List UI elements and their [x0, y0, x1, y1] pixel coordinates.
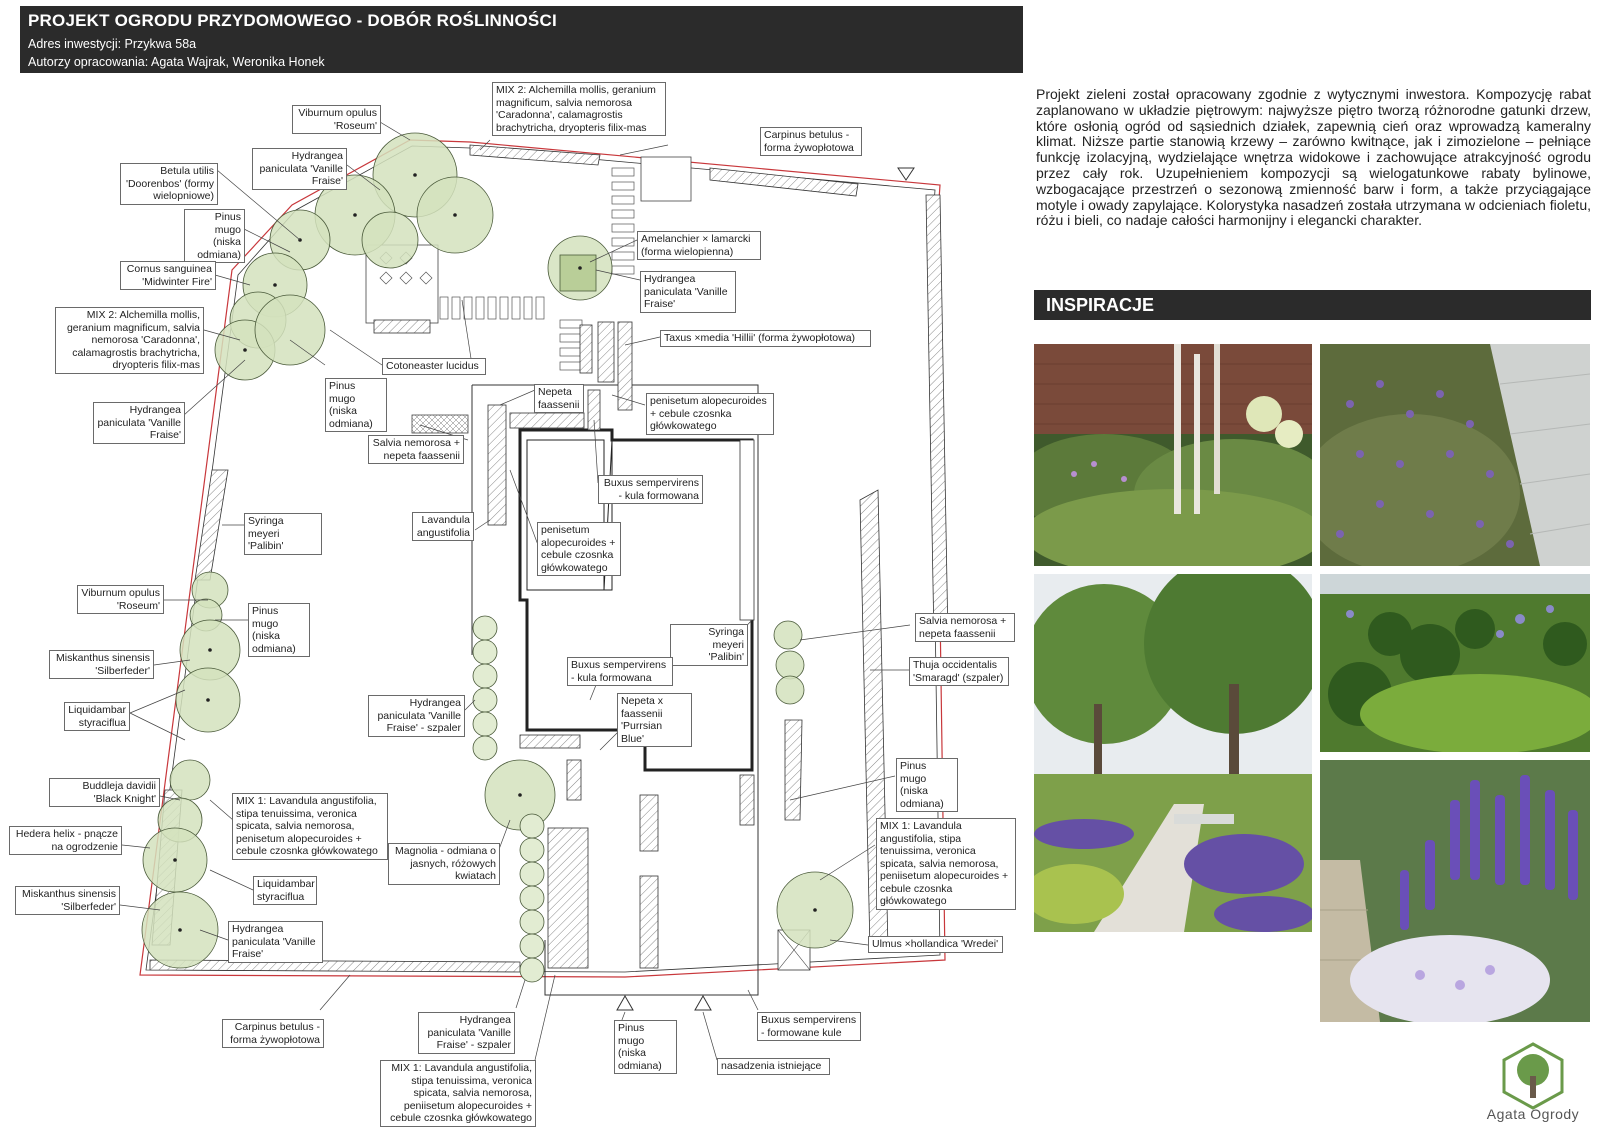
- label-penisetum-1: penisetum alopecuroides + cebule czosnka…: [646, 393, 774, 435]
- label-pinus-2: Pinus mugo (niska odmiana): [325, 378, 387, 432]
- label-lavandula: Lavandula angustifolia: [412, 512, 474, 541]
- terrace-outline: [472, 384, 759, 996]
- inspiration-photo-3: [1034, 574, 1312, 932]
- investment-address: Adres inwestycji: Przykwa 58a: [28, 37, 197, 51]
- label-salvia-left: Salvia nemorosa + nepeta faassenii: [368, 435, 464, 464]
- label-taxus: Taxus ×media 'Hillii' (forma żywopłotowa…: [660, 330, 871, 347]
- inspiration-heading-bar: INSPIRACJE: [1034, 290, 1591, 320]
- label-viburnum-left: Viburnum opulus 'Roseum': [77, 585, 164, 614]
- inspiration-photo-4: [1320, 574, 1590, 752]
- label-hydrangea-szpaler-1: Hydrangea paniculata 'Vanille Fraise' - …: [368, 695, 465, 737]
- label-cornus: Cornus sanguinea 'Midwinter Fire': [120, 261, 216, 290]
- site-plan-drawing: [119, 121, 949, 1061]
- label-pinus-4: Pinus mugo (niska odmiana): [896, 758, 958, 812]
- label-hydrangea-szpaler-2: Hydrangea paniculata 'Vanille Fraise' - …: [418, 1012, 515, 1054]
- label-liquidambar-1: Liquidambar styraciflua: [64, 702, 130, 731]
- label-nasadzenia: nasadzenia istniejące: [717, 1058, 830, 1075]
- label-penisetum-2: penisetum alopecuroides + cebule czosnka…: [537, 522, 621, 576]
- label-salvia-right: Salvia nemorosa + nepeta faassenii: [915, 613, 1015, 642]
- carpinus-hedge-top: [469, 144, 601, 166]
- label-viburnum-top: Viburnum opulus 'Roseum': [292, 105, 381, 134]
- label-hedera: Hedera helix - pnącze na ogrodzenie: [9, 826, 122, 855]
- label-magnolia: Magnolia - odmiana o jasnych, różowych k…: [388, 843, 500, 885]
- label-carpinus-top: Carpinus betulus - forma żywopłotowa: [760, 127, 862, 156]
- label-syringa-center: Syringa meyeri 'Palibin': [670, 624, 748, 666]
- label-buddleja: Buddleja davidii 'Black Knight': [49, 778, 160, 807]
- label-carpinus-bottom: Carpinus betulus - forma żywopłotowa: [222, 1019, 324, 1048]
- label-buxus-3: Buxus sempervirens - formowane kule: [757, 1012, 861, 1041]
- label-syringa-left: Syringa meyeri 'Palibin': [244, 513, 322, 555]
- label-nepeta-2: Nepeta x faassenii 'Purrsian Blue': [617, 693, 692, 747]
- label-nepeta-1: Nepeta faassenii: [534, 384, 584, 413]
- label-hydrangea-bottom-left: Hydrangea paniculata 'Vanille Fraise': [228, 921, 323, 963]
- label-pinus-1: Pinus mugo (niska odmiana): [184, 209, 245, 263]
- label-mix1-bottom: MIX 1: Lavandula angustifolia, stipa ten…: [380, 1060, 536, 1127]
- label-miskanthus-1: Miskanthus sinensis 'Silberfeder': [49, 650, 154, 679]
- label-mix1-left: MIX 1: Lavandula angustifolia, stipa ten…: [232, 793, 388, 860]
- page-title: PROJEKT OGRODU PRZYDOMOWEGO - DOBÓR ROŚL…: [28, 11, 557, 30]
- label-liquidambar-2: Liquidambar styraciflua: [253, 876, 317, 905]
- label-ulmus: Ulmus ×hollandica 'Wredei': [868, 936, 1003, 953]
- project-description: Projekt zieleni został opracowany zgodni…: [1036, 86, 1591, 229]
- thuja-hedge-right: [925, 194, 949, 641]
- carpinus-hedge-top-right: [709, 167, 859, 197]
- label-pinus-5: Pinus mugo (niska odmiana): [614, 1020, 677, 1074]
- inspiration-photo-5: [1320, 760, 1590, 1022]
- label-thuja: Thuja occidentalis 'Smaragd' (szpaler): [909, 657, 1009, 686]
- inspiration-photo-1: [1034, 344, 1312, 566]
- label-pinus-3: Pinus mugo (niska odmiana): [248, 603, 310, 657]
- logo-text: Agata Ogrody: [1486, 1106, 1580, 1122]
- label-amelanchier: Amelanchier × lamarcki (forma wielopienn…: [637, 231, 761, 260]
- label-miskanthus-2: Miskanthus sinensis 'Silberfeder': [15, 886, 120, 915]
- label-buxus-1: Buxus sempervirens - kula formowana: [598, 475, 703, 504]
- inspiration-heading: INSPIRACJE: [1046, 295, 1155, 315]
- agata-ogrody-logo: [1502, 1042, 1564, 1110]
- carpinus-hedge-bottom: [149, 959, 521, 973]
- label-buxus-2: Buxus sempervirens - kula formowana: [567, 657, 673, 686]
- label-hydrangea-center: Hydrangea paniculata 'Vanille Fraise': [640, 271, 736, 313]
- label-betula: Betula utilis 'Doorenbos' (formy wielopn…: [120, 163, 218, 205]
- label-cotoneaster: Cotoneaster lucidus: [382, 358, 486, 375]
- title-bar: PROJEKT OGRODU PRZYDOMOWEGO - DOBÓR ROŚL…: [20, 6, 1023, 73]
- label-mix1-right: MIX 1: Lavandula angustifolia, stipa ten…: [876, 818, 1016, 910]
- label-hydrangea-left: Hydrangea paniculata 'Vanille Fraise': [93, 402, 185, 444]
- label-mix2-top: MIX 2: Alchemilla mollis, geranium magni…: [492, 82, 666, 136]
- authors-line: Autorzy opracowania: Agata Wajrak, Weron…: [28, 55, 325, 69]
- inspiration-photo-2: [1320, 344, 1590, 566]
- label-hydrangea-top: Hydrangea paniculata 'Vanille Fraise': [252, 148, 347, 190]
- label-mix2-left: MIX 2: Alchemilla mollis, geranium magni…: [55, 307, 204, 374]
